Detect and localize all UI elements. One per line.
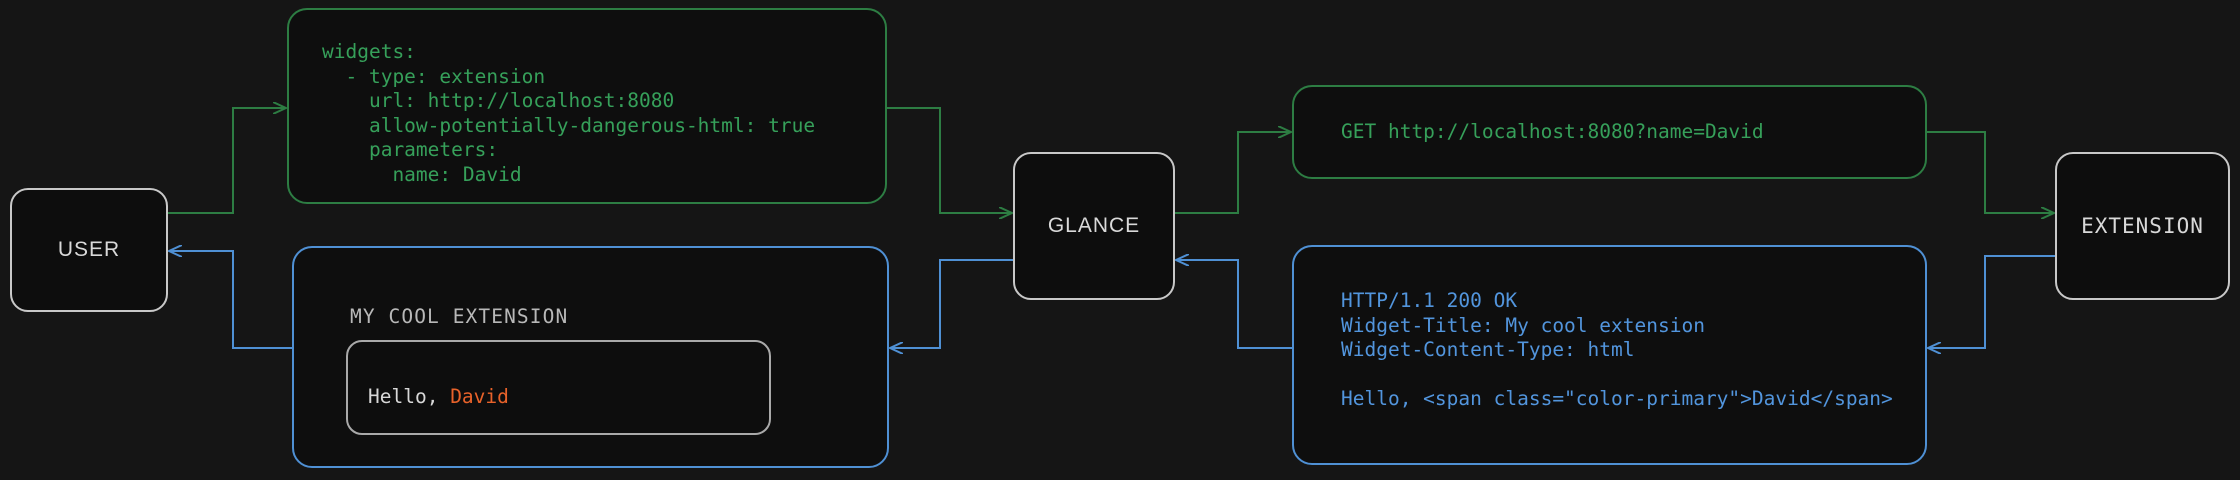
panel-http-response: HTTP/1.1 200 OK Widget-Title: My cool ex… bbox=[1292, 245, 1927, 465]
node-user[interactable]: USER bbox=[10, 188, 168, 312]
http-response-code: HTTP/1.1 200 OK Widget-Title: My cool ex… bbox=[1341, 289, 1893, 410]
widget-greeting-prefix: Hello, bbox=[368, 385, 451, 408]
edge-extension-to-response bbox=[1929, 255, 2055, 348]
panel-yaml-config: widgets: - type: extension url: http://l… bbox=[287, 8, 887, 204]
widget-title: MY COOL EXTENSION bbox=[350, 305, 569, 328]
edge-glance-to-widget bbox=[891, 259, 1013, 348]
yaml-config-code: widgets: - type: extension url: http://l… bbox=[322, 40, 816, 186]
edge-config-to-glance bbox=[887, 107, 1011, 213]
widget-card-text: Hello, David bbox=[368, 385, 509, 408]
node-user-label: USER bbox=[57, 238, 121, 261]
edge-glance-to-request bbox=[1175, 132, 1290, 214]
widget-greeting-name: David bbox=[450, 385, 509, 408]
node-extension-label: EXTENSION bbox=[2081, 214, 2204, 238]
widget-card: Hello, David bbox=[346, 340, 771, 435]
panel-http-request: GET http://localhost:8080?name=David bbox=[1292, 85, 1927, 179]
http-request-code: GET http://localhost:8080?name=David bbox=[1341, 120, 1764, 143]
node-glance[interactable]: GLANCE bbox=[1013, 152, 1175, 300]
panel-rendered-widget: MY COOL EXTENSION Hello, David bbox=[292, 246, 889, 468]
edge-widget-to-user bbox=[170, 251, 292, 349]
node-glance-label: GLANCE bbox=[1047, 214, 1141, 237]
edge-response-to-glance bbox=[1177, 260, 1292, 349]
edge-user-to-config bbox=[168, 108, 285, 214]
node-extension[interactable]: EXTENSION bbox=[2055, 152, 2230, 300]
edge-request-to-extension bbox=[1927, 131, 2053, 213]
